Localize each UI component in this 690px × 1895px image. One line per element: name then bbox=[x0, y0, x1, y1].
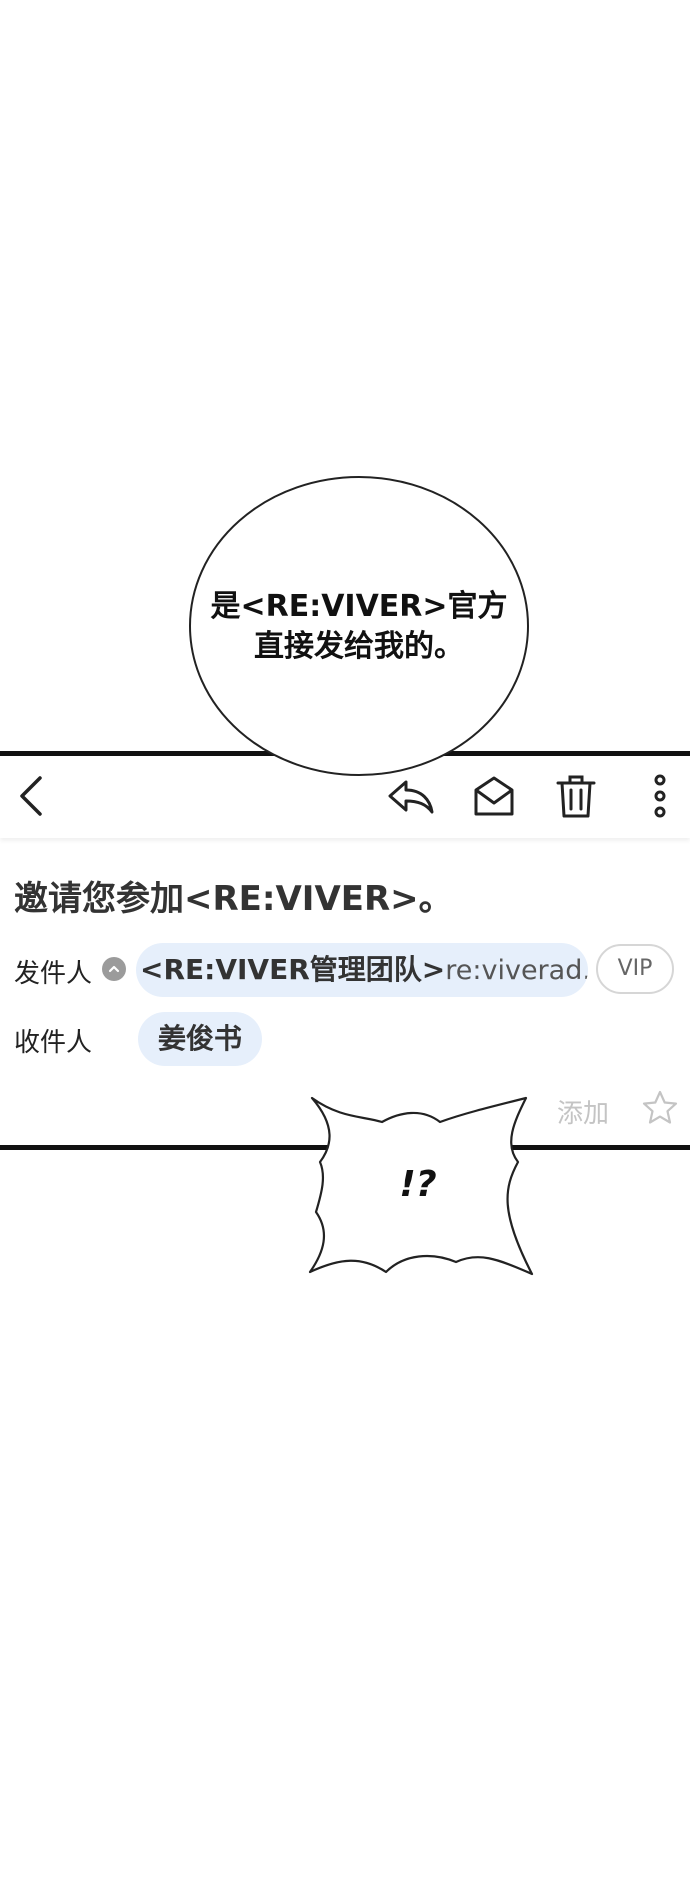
sender-address: re:viverad... bbox=[445, 955, 588, 986]
collapse-icon bbox=[108, 965, 120, 973]
recipient-label: 收件人 bbox=[14, 1028, 93, 1058]
speech-text: 是<RE:VIVER>官方 直接发给我的。 bbox=[188, 587, 530, 667]
mail-icon bbox=[474, 776, 514, 816]
speech-line-2: 直接发给我的。 bbox=[254, 629, 464, 664]
sender-name: <RE:VIVER管理团队> bbox=[140, 953, 446, 986]
exclamation-text: !? bbox=[399, 1164, 437, 1205]
trash-icon bbox=[556, 775, 596, 818]
mark-read-button[interactable] bbox=[468, 770, 520, 822]
recipient-name: 姜俊书 bbox=[157, 1022, 242, 1055]
speech-bubble: 是<RE:VIVER>官方 直接发给我的。 bbox=[188, 475, 530, 777]
speech-line-1: 是<RE:VIVER>官方 bbox=[210, 589, 508, 624]
back-arrow-icon bbox=[20, 776, 42, 816]
star-icon[interactable] bbox=[641, 1089, 679, 1127]
reply-icon bbox=[388, 780, 434, 814]
add-link[interactable]: 添加 bbox=[557, 1099, 610, 1129]
speech-bubble-shape bbox=[189, 476, 529, 776]
delete-button[interactable] bbox=[550, 770, 602, 822]
sender-label: 发件人 bbox=[14, 959, 93, 989]
exclamation-burst: !? bbox=[300, 1092, 536, 1282]
more-vertical-icon bbox=[654, 774, 666, 818]
recipient-chip[interactable]: 姜俊书 bbox=[138, 1012, 262, 1066]
sender-chip[interactable]: <RE:VIVER管理团队>re:viverad... bbox=[136, 943, 588, 997]
collapse-button[interactable] bbox=[102, 957, 126, 981]
email-panel: 邀请您参加<RE:VIVER>。 发件人 <RE:VIVER管理团队>re:vi… bbox=[0, 751, 690, 1150]
vip-button[interactable]: VIP bbox=[596, 944, 674, 994]
burst-shape bbox=[308, 1096, 534, 1276]
back-button[interactable] bbox=[8, 770, 60, 822]
more-options-button[interactable] bbox=[634, 770, 686, 822]
email-subject: 邀请您参加<RE:VIVER>。 bbox=[14, 879, 453, 919]
reply-button[interactable] bbox=[384, 770, 436, 822]
